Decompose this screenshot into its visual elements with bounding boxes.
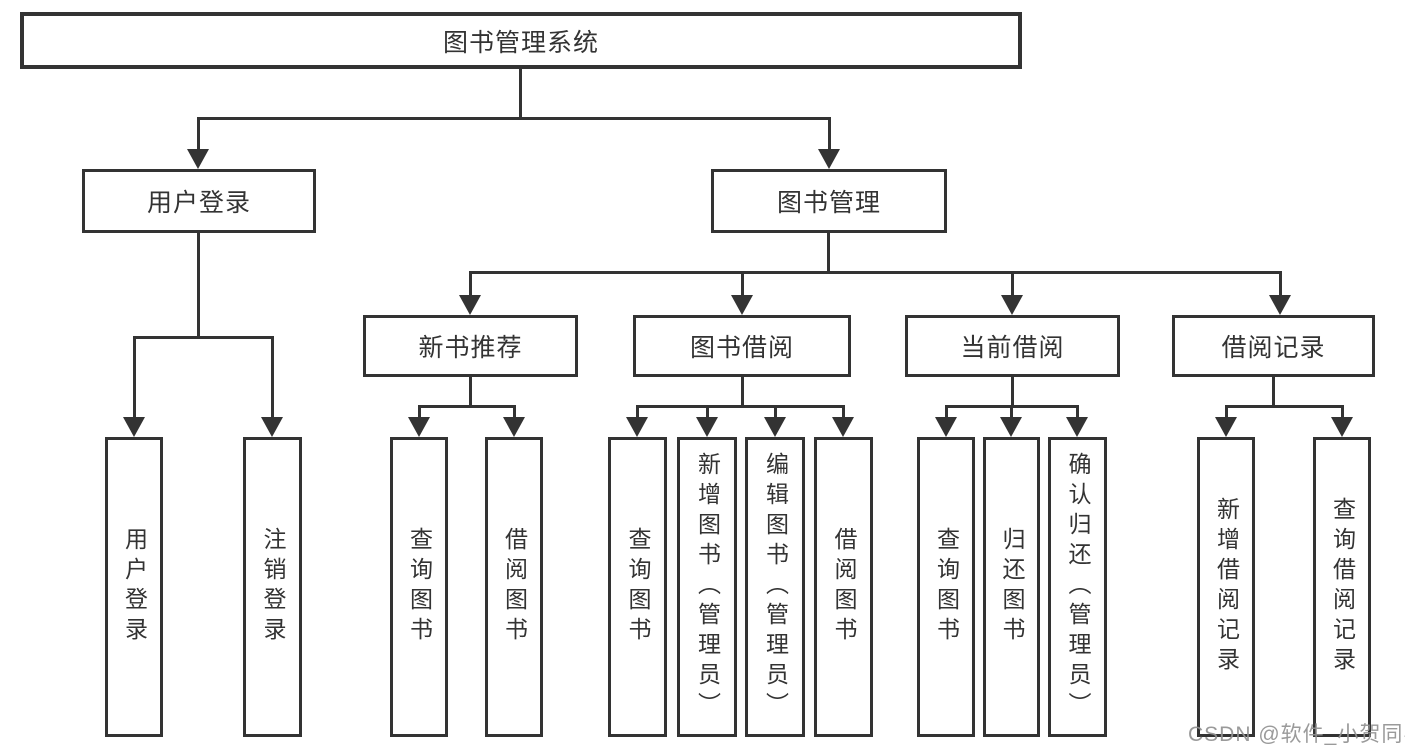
leaf-confirm-return-admin-label: 确认归还（管理员） <box>1065 452 1091 722</box>
leaf-query-borrow-record: 查询借阅记录 <box>1313 437 1371 737</box>
connector-to-book-borrow <box>741 271 744 296</box>
node-book-mgmt-label: 图书管理 <box>776 189 881 217</box>
connector-book-borrow-rail <box>636 405 845 408</box>
leaf-return-book: 归还图书 <box>983 437 1040 737</box>
node-new-book-rec: 新书推荐 <box>363 315 578 377</box>
connector-leaf <box>1225 405 1228 419</box>
leaf-add-book-admin: 新增图书（管理员） <box>677 437 737 737</box>
leaf-user-login: 用户登录 <box>105 437 163 737</box>
connector-borrow-record-stub <box>1272 377 1275 408</box>
leaf-query-book-borrow-label: 查询图书 <box>625 527 651 647</box>
connector-leaf <box>1341 405 1344 419</box>
connector-to-user-login <box>197 117 200 150</box>
arrow-down-icon <box>1269 295 1291 315</box>
leaf-query-book-newrec-label: 查询图书 <box>406 527 433 647</box>
connector-leaf <box>706 405 709 419</box>
leaf-borrow-book-newrec: 借阅图书 <box>485 437 543 737</box>
leaf-logout: 注销登录 <box>243 437 302 737</box>
leaf-edit-book-admin-label: 编辑图书（管理员） <box>762 452 789 722</box>
arrow-down-icon <box>187 149 209 169</box>
leaf-query-book-current-label: 查询图书 <box>933 527 960 647</box>
node-book-borrow: 图书借阅 <box>633 315 851 377</box>
arrow-down-icon <box>1331 417 1353 437</box>
node-borrow-record: 借阅记录 <box>1172 315 1375 377</box>
leaf-confirm-return-admin: 确认归还（管理员） <box>1048 437 1107 737</box>
connector-book-mgmt-stub <box>827 233 830 274</box>
connector-user-login-stub <box>197 233 200 339</box>
arrow-down-icon <box>832 417 854 437</box>
connector-book-borrow-stub <box>741 377 744 408</box>
arrow-down-icon <box>1000 417 1022 437</box>
connector-current-borrow-stub <box>1011 377 1014 408</box>
leaf-query-book-borrow: 查询图书 <box>608 437 667 737</box>
connector-new-book-stub <box>469 377 472 408</box>
leaf-borrow-book-newrec-label: 借阅图书 <box>501 527 528 647</box>
leaf-add-borrow-record-label: 新增借阅记录 <box>1213 497 1240 677</box>
node-current-borrow: 当前借阅 <box>905 315 1120 377</box>
connector-leaf <box>1010 405 1013 419</box>
leaf-query-book-current: 查询图书 <box>917 437 975 737</box>
arrow-down-icon <box>1066 417 1088 437</box>
arrow-down-icon <box>261 417 283 437</box>
leaf-logout-label: 注销登录 <box>260 527 286 647</box>
connector-level2-rail <box>469 271 1282 274</box>
connector-leaf <box>842 405 845 419</box>
connector-leaf <box>1076 405 1079 419</box>
connector-leaf <box>636 405 639 419</box>
connector-user-login-rail <box>133 336 274 339</box>
arrow-down-icon <box>818 149 840 169</box>
node-book-mgmt: 图书管理 <box>711 169 947 233</box>
connector-to-borrow-record <box>1279 271 1282 296</box>
connector-leaf <box>945 405 948 419</box>
leaf-borrow-book-label: 借阅图书 <box>831 527 857 647</box>
connector-to-book-mgmt <box>828 117 831 150</box>
leaf-add-book-admin-label: 新增图书（管理员） <box>694 452 721 722</box>
leaf-return-book-label: 归还图书 <box>999 527 1025 647</box>
connector-leaf <box>513 405 516 419</box>
node-borrow-record-label: 借阅记录 <box>1221 334 1326 362</box>
arrow-down-icon <box>408 417 430 437</box>
arrow-down-icon <box>696 417 718 437</box>
connector-leaf <box>774 405 777 419</box>
connector-to-leaf-logout <box>271 336 274 418</box>
node-library-system-label: 图书管理系统 <box>442 28 599 57</box>
arrow-down-icon <box>935 417 957 437</box>
arrow-down-icon <box>503 417 525 437</box>
node-user-login-label: 用户登录 <box>146 189 251 217</box>
connector-level1-rail <box>197 117 831 120</box>
connector-to-current-borrow <box>1011 271 1014 296</box>
arrow-down-icon <box>731 295 753 315</box>
watermark: CSDN @软件_小贺同学 <box>1188 723 1405 746</box>
connector-new-book-rail <box>418 405 516 408</box>
arrow-down-icon <box>626 417 648 437</box>
connector-leaf <box>418 405 421 419</box>
leaf-query-borrow-record-label: 查询借阅记录 <box>1329 497 1356 677</box>
leaf-user-login-label: 用户登录 <box>121 527 148 647</box>
node-book-borrow-label: 图书借阅 <box>689 334 794 362</box>
leaf-query-book-newrec: 查询图书 <box>390 437 448 737</box>
arrow-down-icon <box>1001 295 1023 315</box>
node-current-borrow-label: 当前借阅 <box>960 334 1065 362</box>
arrow-down-icon <box>1215 417 1237 437</box>
node-library-system: 图书管理系统 <box>20 12 1022 69</box>
leaf-edit-book-admin: 编辑图书（管理员） <box>745 437 805 737</box>
arrow-down-icon <box>459 295 481 315</box>
leaf-add-borrow-record: 新增借阅记录 <box>1197 437 1255 737</box>
leaf-borrow-book: 借阅图书 <box>814 437 873 737</box>
node-new-book-rec-label: 新书推荐 <box>418 334 523 362</box>
connector-to-new-book <box>469 271 472 296</box>
arrow-down-icon <box>764 417 786 437</box>
node-user-login: 用户登录 <box>82 169 316 233</box>
arrow-down-icon <box>123 417 145 437</box>
connector-borrow-record-rail <box>1225 405 1344 408</box>
connector-root-stub <box>519 68 522 119</box>
connector-to-leaf-login <box>133 336 136 418</box>
